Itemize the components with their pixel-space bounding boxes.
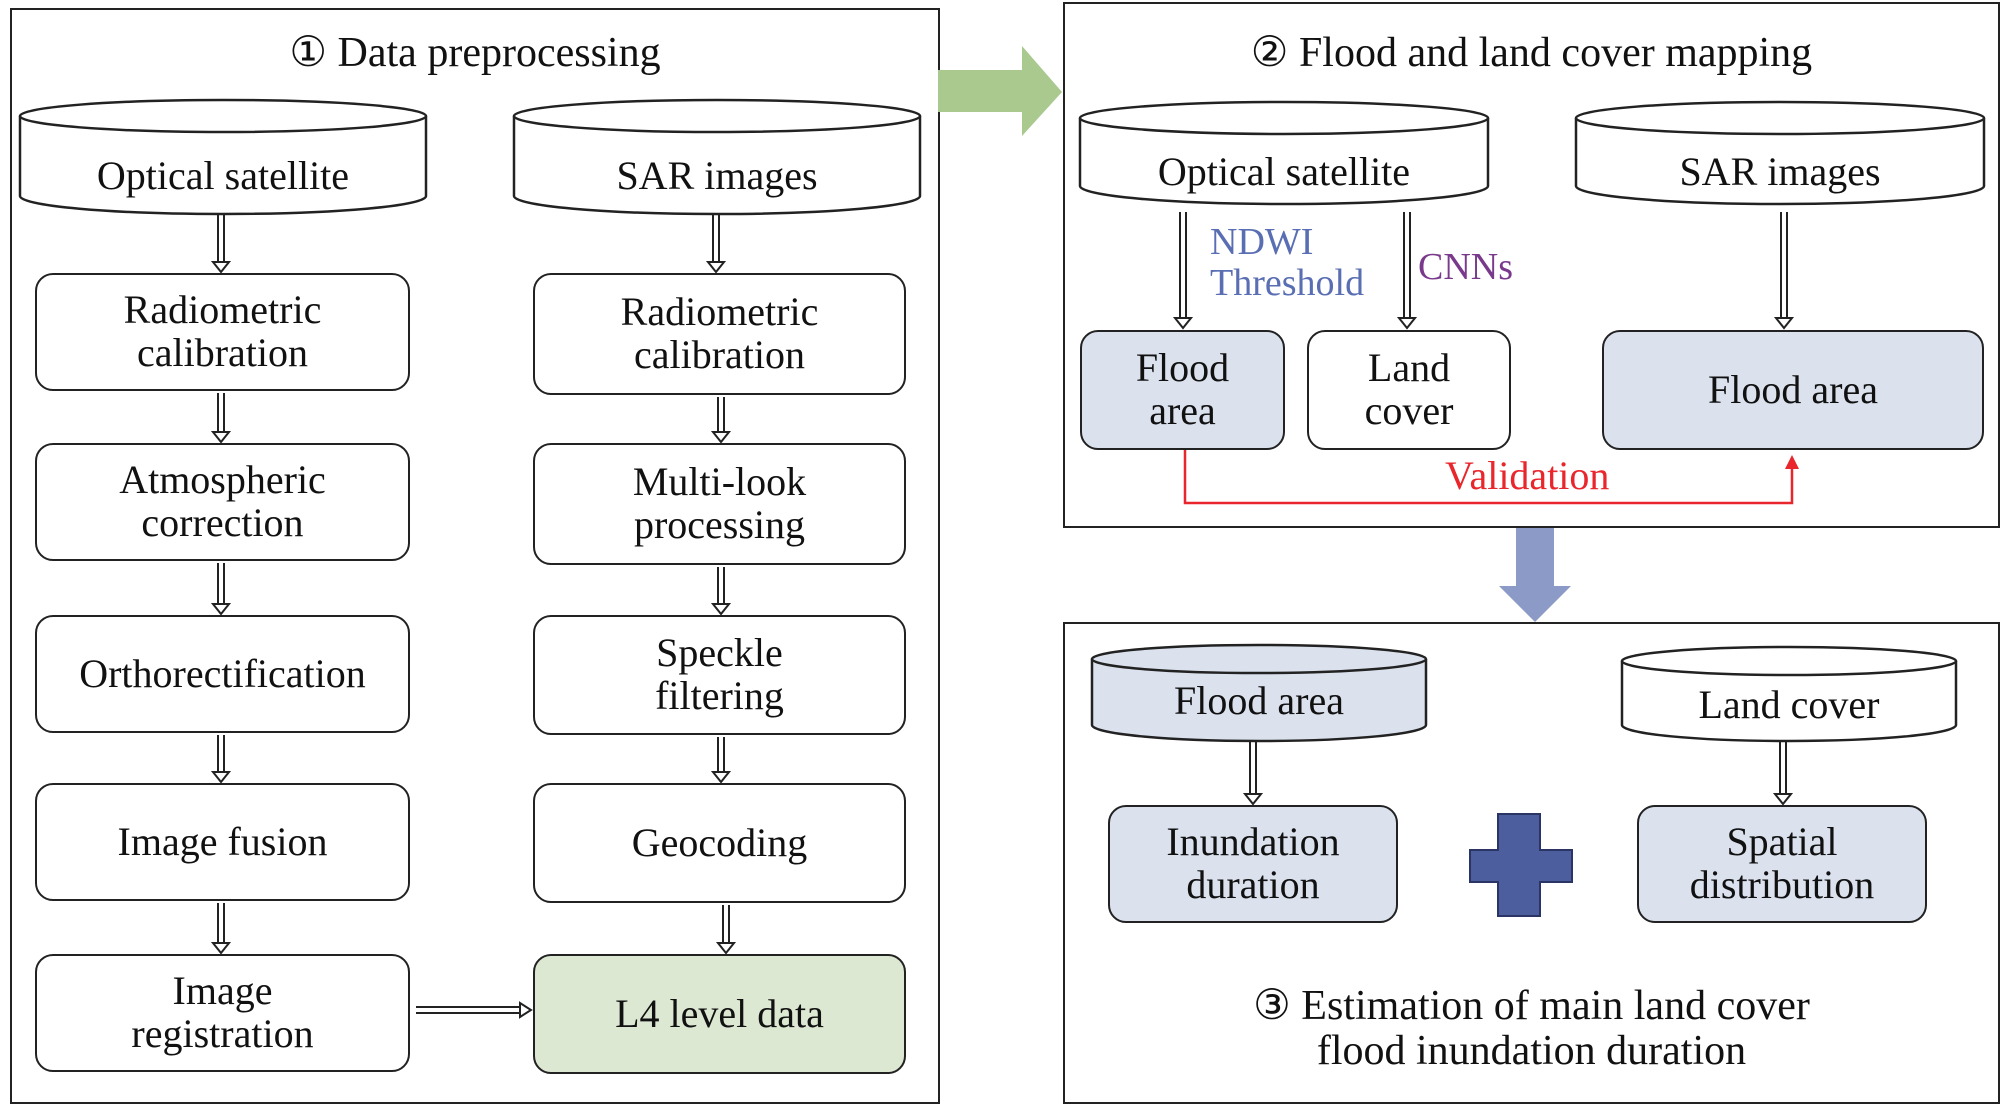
registration-to-l4-arrow xyxy=(416,1001,533,1019)
flood-area-source: Flood area xyxy=(1090,643,1428,743)
sar-arrow xyxy=(1773,212,1795,330)
optical-satellite-source: Optical satellite xyxy=(18,98,428,216)
flood-to-inundation-arrow xyxy=(1242,742,1264,806)
arrow-s3 xyxy=(710,567,732,616)
sar-step-multi-look-processing: Multi-look processing xyxy=(533,443,906,565)
sar-images-label: SAR images xyxy=(616,153,818,198)
database-cylinder-icon xyxy=(1620,645,1958,743)
flood-area-source-label: Flood area xyxy=(1174,678,1344,723)
sar-flow-arrows xyxy=(705,214,737,955)
optical-step-image-registration: Image registration xyxy=(35,954,410,1072)
database-cylinder-icon xyxy=(18,98,428,216)
arrow-3 xyxy=(210,563,232,616)
ndwi-threshold-label: NDWI Threshold xyxy=(1210,221,1365,304)
optical-step-orthorectification: Orthorectification xyxy=(35,615,410,733)
optical-step-image-fusion: Image fusion xyxy=(35,783,410,901)
sar-flood-area: Flood area xyxy=(1602,330,1984,450)
database-cylinder-icon xyxy=(1078,100,1490,206)
cnn-arrow xyxy=(1396,212,1418,330)
inundation-duration: Inundation duration xyxy=(1108,805,1398,923)
green-block-arrow xyxy=(938,46,1062,136)
optical-step-radiometric-calibration: Radiometric calibration xyxy=(35,273,410,391)
database-cylinder-icon xyxy=(512,98,922,216)
optical-satellite-label: Optical satellite xyxy=(96,153,350,198)
validation-label: Validation xyxy=(1445,453,1610,498)
arrow-s1 xyxy=(705,214,727,274)
cnns-label: CNNs xyxy=(1418,246,1514,288)
panel-1-title: ① Data preprocessing xyxy=(289,30,661,76)
arrow-5 xyxy=(210,903,232,955)
sar-step-speckle-filtering: Speckle filtering xyxy=(533,615,906,735)
sar-step-radiometric-calibration: Radiometric calibration xyxy=(533,273,906,395)
sar-images-label-2: SAR images xyxy=(1679,149,1881,194)
sar-step-geocoding: Geocoding xyxy=(533,783,906,903)
panel2-arrows xyxy=(1172,212,1795,330)
arrow-s2 xyxy=(710,397,732,444)
arrow-s5 xyxy=(715,905,737,955)
spatial-distribution: Spatial distribution xyxy=(1637,805,1927,923)
optical-satellite-source-2: Optical satellite xyxy=(1078,100,1490,206)
land-cover-result: Land cover xyxy=(1307,330,1511,450)
arrow-1 xyxy=(210,214,232,274)
database-cylinder-icon xyxy=(1574,100,1986,206)
l4-level-data-output: L4 level data xyxy=(533,954,906,1074)
land-cover-source-label: Land cover xyxy=(1698,682,1880,727)
land-cover-source: Land cover xyxy=(1620,645,1958,743)
sar-images-source: SAR images xyxy=(512,98,922,216)
blue-block-arrow xyxy=(1499,528,1571,622)
database-cylinder-icon xyxy=(1090,643,1428,743)
arrow-4 xyxy=(210,735,232,784)
panel3-arrows xyxy=(1242,740,1794,806)
panel-2-title: ② Flood and land cover mapping xyxy=(1250,30,1813,76)
optical-flow-arrows xyxy=(210,214,232,955)
sar-images-source-2: SAR images xyxy=(1574,100,1986,206)
ndwi-arrow xyxy=(1172,212,1194,330)
optical-satellite-label-2: Optical satellite xyxy=(1157,149,1411,194)
arrow-s4 xyxy=(710,737,732,784)
landcover-to-spatial-arrow xyxy=(1772,740,1794,806)
arrow-2 xyxy=(210,393,232,444)
validation-connector xyxy=(1183,450,1799,505)
panel-3-title: ③ Estimation of main land cover flood in… xyxy=(1253,983,1810,1074)
plus-icon xyxy=(1469,813,1573,917)
optical-step-atmospheric-correction: Atmospheric correction xyxy=(35,443,410,561)
optical-flood-area: Flood area xyxy=(1080,330,1285,450)
